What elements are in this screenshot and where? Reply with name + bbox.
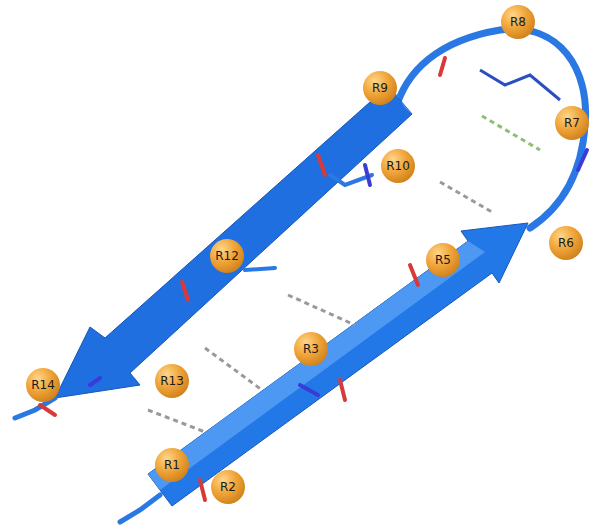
residue-sphere: R5 [426,243,460,277]
strand-highlight [148,241,485,490]
residue-sphere: R8 [501,5,535,39]
residue-label: R7 [564,116,580,130]
tail [120,495,160,522]
beta-strand [148,223,528,506]
residue-label: R8 [510,15,526,29]
residue-sphere: R1 [155,448,189,482]
tail [15,398,55,418]
residue-label: R12 [215,249,239,263]
residue-label: R6 [558,236,574,250]
residue-sphere: R6 [549,226,583,260]
backbone-sticks [40,58,587,500]
residue-label: R3 [303,342,319,356]
residue-sphere: R9 [363,71,397,105]
residue-sphere: R7 [555,106,589,140]
residue-label: R2 [220,480,236,494]
residue-label: R9 [372,81,388,95]
residue-sphere: R12 [210,239,244,273]
residue-sphere: R3 [294,332,328,366]
residue-sphere: R13 [155,364,189,398]
residue-label: R14 [31,378,55,392]
residue-label: R1 [164,458,180,472]
residue-sphere: R14 [26,368,60,402]
residue-sphere: R2 [211,470,245,504]
hydrogen-bonds [148,116,540,432]
residue-label: R13 [160,374,184,388]
residue-sphere: R10 [381,149,415,183]
residue-label: R10 [386,159,410,173]
residue-label: R5 [435,253,451,267]
loop-sticks [480,70,560,100]
